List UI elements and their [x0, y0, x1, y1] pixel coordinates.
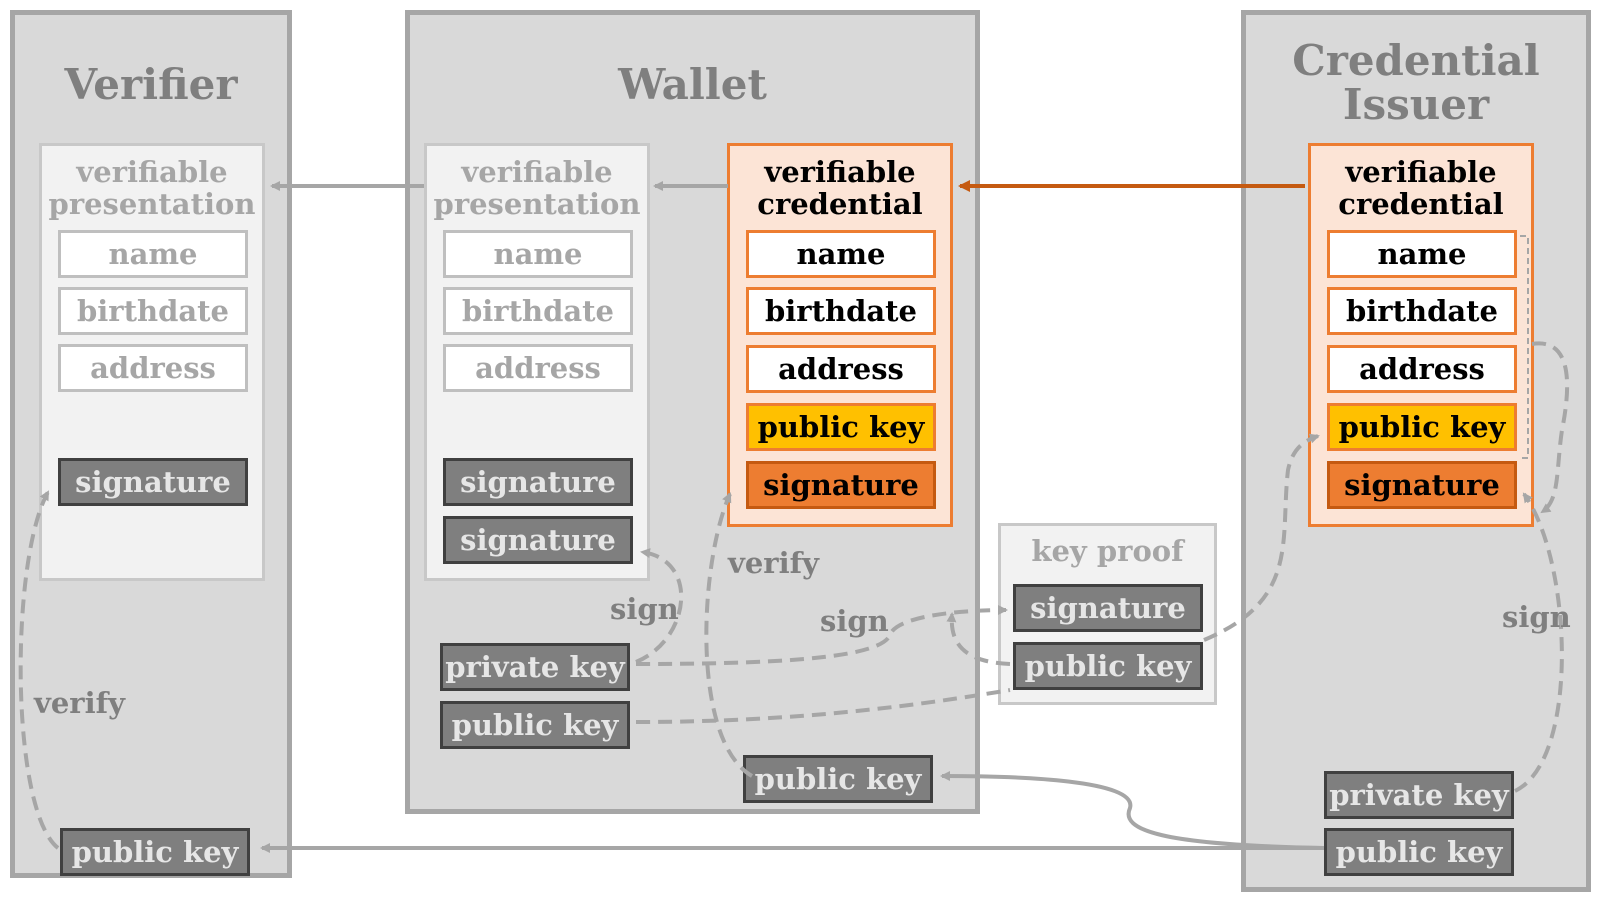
wallet-credential-title: verifiable credential — [757, 155, 923, 221]
wallet-panel: Wallet verifiable presentation name birt… — [405, 10, 980, 814]
wallet-presentation-title: verifiable presentation — [433, 155, 641, 221]
label-sign-wallet: sign — [610, 592, 679, 626]
wallet-cred-field-address: address — [746, 345, 936, 393]
verifier-presentation-card: verifiable presentation name birthdate a… — [39, 143, 265, 581]
wallet-cred-field-birthdate: birthdate — [746, 287, 936, 335]
verifier-title: Verifier — [64, 60, 238, 109]
key-proof-title: key proof — [1031, 534, 1184, 568]
connector-issuer-pubkey-to-wallet — [940, 771, 1325, 850]
wallet-pres-field-birthdate: birthdate — [443, 287, 633, 335]
wallet-cred-signature: signature — [746, 461, 936, 509]
wallet-private-key: private key — [440, 643, 630, 691]
issuer-credential-title: verifiable credential — [1338, 155, 1504, 221]
wallet-pres-field-name: name — [443, 230, 633, 278]
wallet-cred-public-key: public key — [746, 403, 936, 451]
issuer-cred-field-name: name — [1327, 230, 1517, 278]
issuer-private-key: private key — [1324, 771, 1514, 819]
connector-wallet-pubkey-to-keyproof — [635, 688, 1011, 724]
verifier-field-name: name — [58, 230, 248, 278]
wallet-cred-field-name: name — [746, 230, 936, 278]
wallet-pres-field-address: address — [443, 344, 633, 392]
issuer-credential-card: verifiable credential name birthdate add… — [1308, 143, 1534, 527]
connector-issuer-bracket — [1520, 235, 1529, 459]
key-proof-public-key: public key — [1013, 642, 1203, 690]
connector-keyproof-sign — [635, 605, 1008, 666]
connector-wallet-sign — [635, 548, 684, 664]
connector-issuer-bracket-loop — [1531, 341, 1570, 514]
label-verify-wallet: verify — [728, 546, 819, 580]
wallet-credential-card: verifiable credential name birthdate add… — [727, 143, 953, 527]
issuer-public-key: public key — [1324, 828, 1514, 876]
issuer-cred-public-key: public key — [1327, 403, 1517, 451]
verifier-field-birthdate: birthdate — [58, 287, 248, 335]
verifier-presentation-title: verifiable presentation — [48, 155, 256, 221]
label-sign-keyproof: sign — [820, 604, 889, 638]
connector-verifier-verify — [18, 490, 60, 850]
connector-issuer-sign — [1514, 492, 1564, 793]
issuer-cred-signature: signature — [1327, 461, 1517, 509]
label-verify-verifier: verify — [34, 686, 125, 720]
issuer-title: Credential Issuer — [1292, 36, 1540, 129]
issuer-cred-field-birthdate: birthdate — [1327, 287, 1517, 335]
verifier-panel: Verifier verifiable presentation name bi… — [10, 10, 292, 878]
verifier-field-address: address — [58, 344, 248, 392]
wallet-title: Wallet — [618, 60, 767, 109]
wallet-issuer-public-key: public key — [743, 755, 933, 803]
wallet-pres-signature-2: signature — [443, 516, 633, 564]
issuer-cred-field-address: address — [1327, 345, 1517, 393]
wallet-pres-signature-1: signature — [443, 458, 633, 506]
wallet-public-key: public key — [440, 701, 630, 749]
verifier-signature: signature — [58, 458, 248, 506]
label-sign-issuer: sign — [1502, 600, 1571, 634]
connector-keyproof-check — [946, 612, 1011, 666]
connector-wallet-verify — [704, 492, 754, 778]
verifier-public-key: public key — [60, 828, 250, 876]
connector-keyproof-to-issuer-pubkey — [1203, 433, 1320, 642]
key-proof-signature: signature — [1013, 584, 1203, 632]
wallet-presentation-card: verifiable presentation name birthdate a… — [424, 143, 650, 581]
issuer-panel: Credential Issuer verifiable credential … — [1241, 10, 1591, 892]
